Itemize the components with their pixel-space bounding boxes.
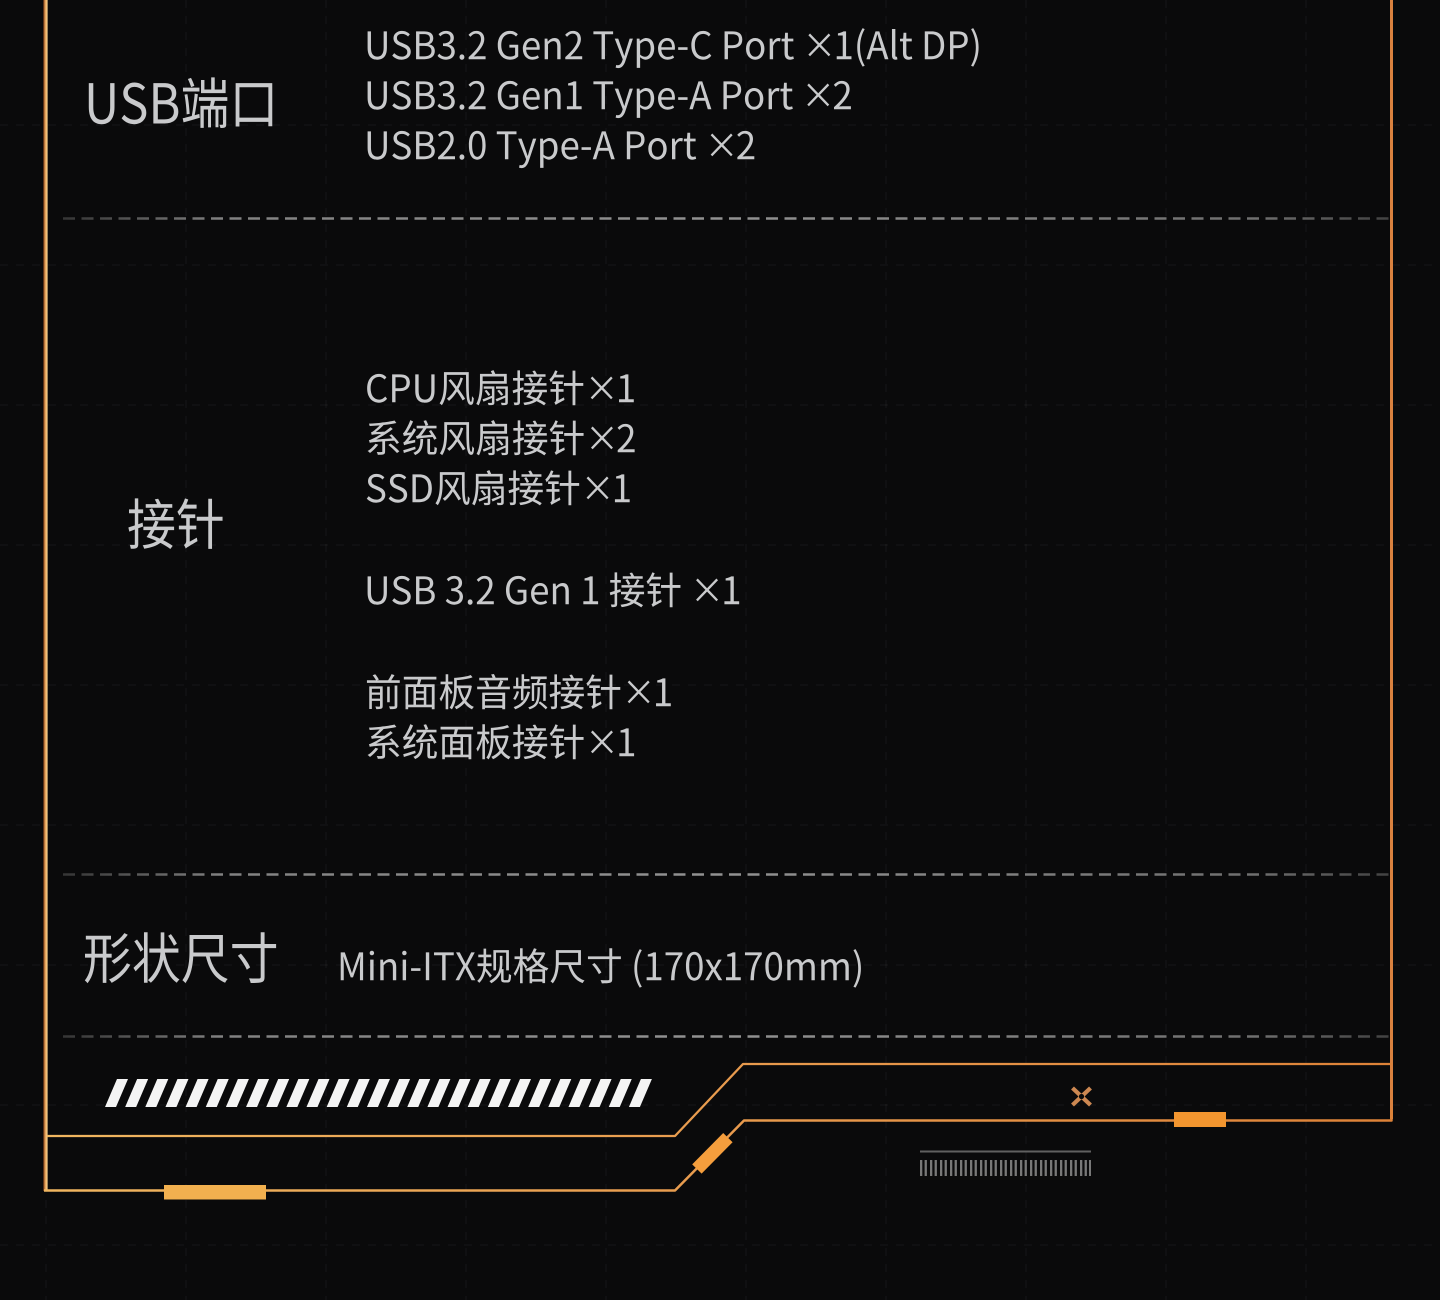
x-marker-icon <box>1071 1086 1092 1107</box>
row-label-form-factor: 形状尺寸 <box>82 929 280 995</box>
hazard-stripes <box>105 1079 652 1107</box>
frame-inner-zigzag <box>47 1062 1392 1138</box>
left-accent-bar <box>164 1185 266 1200</box>
header-line-front-audio: 前面板音频接针×1 <box>364 672 675 718</box>
usb-port-line-1: USB3.2 Gen2 Type-C Port ×1(Alt DP) <box>363 25 983 71</box>
right-accent-bar <box>1174 1112 1226 1127</box>
header-line-sys-fan: 系统风扇接针×2 <box>364 418 638 464</box>
header-line-usb32: USB 3.2 Gen 1 接针 ×1 <box>363 570 743 616</box>
form-factor-line: Mini-ITX规格尺寸 (170x170mm) <box>336 946 866 992</box>
frame-outer-zigzag <box>44 1110 1393 1192</box>
row-label-usb-ports: USB端口 <box>83 74 280 140</box>
row-label-headers: 接针 <box>126 495 226 561</box>
usb-port-line-3: USB2.0 Type-A Port ×2 <box>363 125 758 171</box>
usb-port-line-2: USB3.2 Gen1 Type-A Port ×2 <box>363 75 854 121</box>
header-line-ssd-fan: SSD风扇接针×1 <box>364 468 634 514</box>
diagonal-notch <box>692 1133 733 1174</box>
header-line-sys-panel: 系统面板接针×1 <box>364 722 638 768</box>
header-line-cpu-fan: CPU风扇接针×1 <box>364 368 638 414</box>
barcode-decoration <box>920 1150 1091 1176</box>
